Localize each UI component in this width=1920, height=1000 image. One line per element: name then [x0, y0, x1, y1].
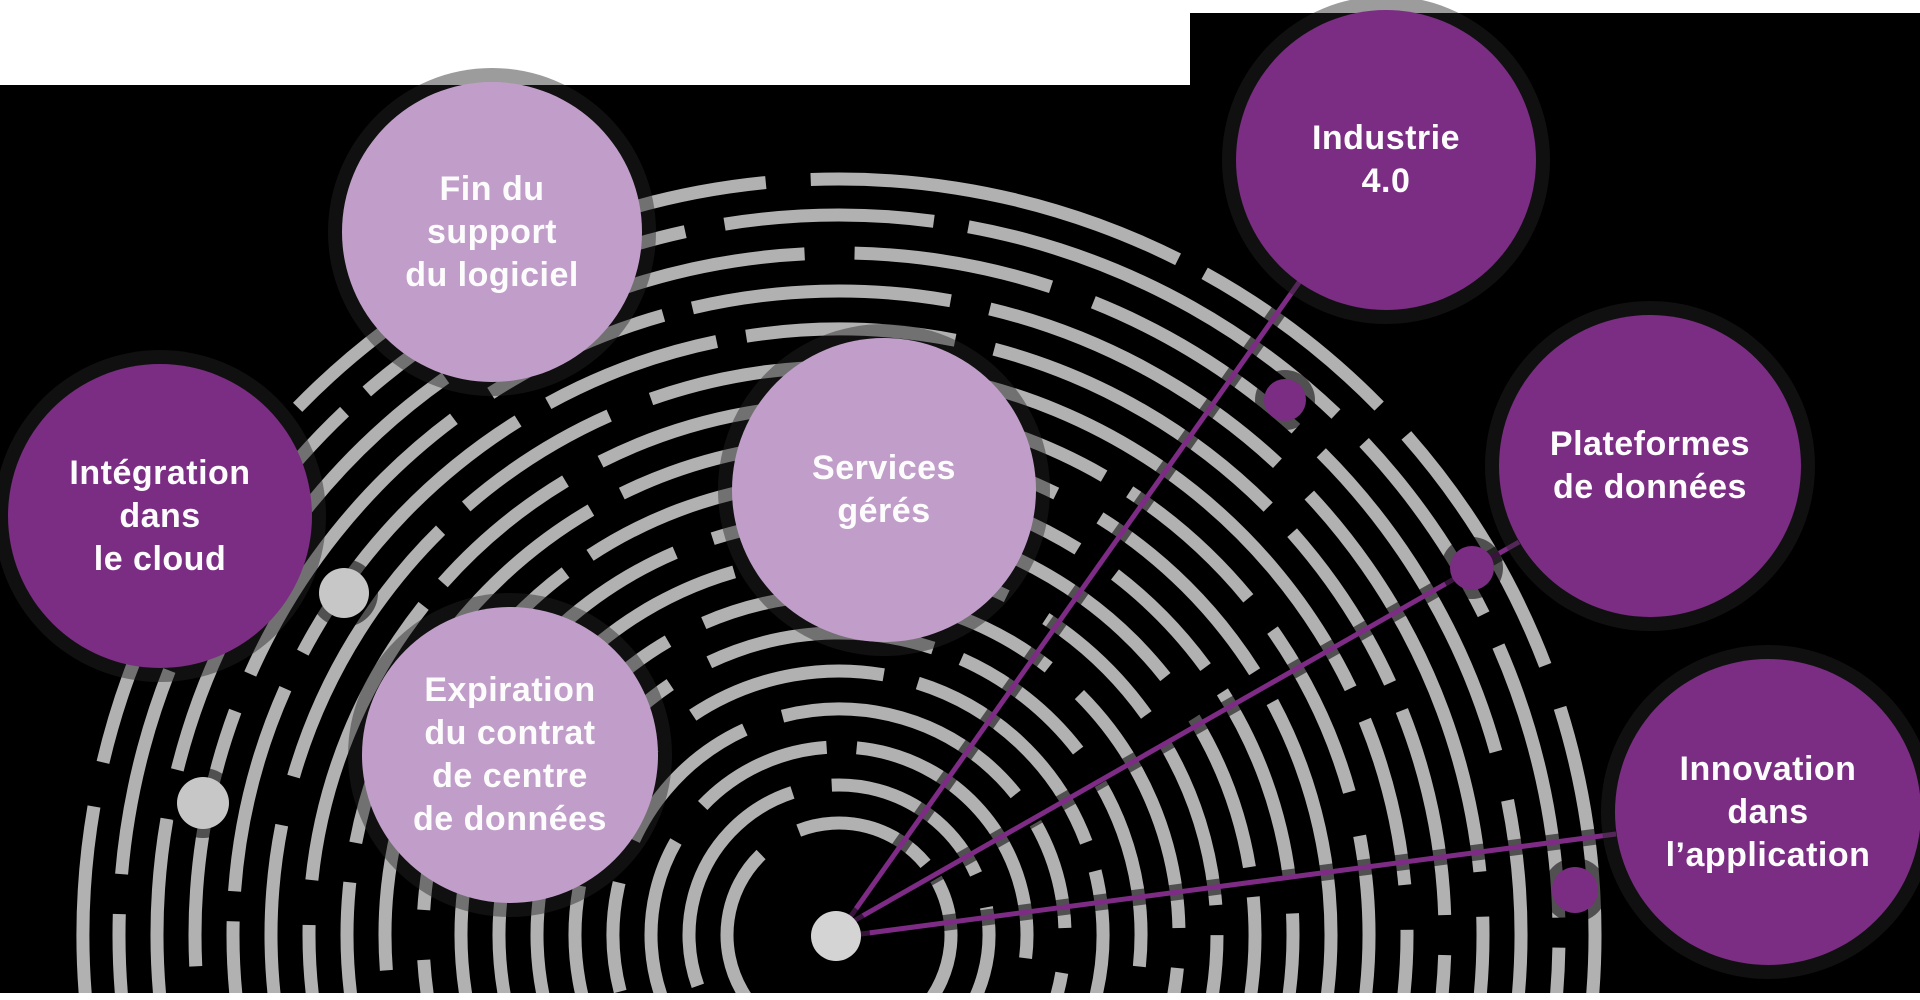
bubble-plateformes-donnees: Plateformes de données — [1499, 315, 1801, 617]
bubble-integration-cloud: Intégration dans le cloud — [8, 364, 312, 668]
bubble-industrie-4-0: Industrie 4.0 — [1236, 10, 1536, 310]
purple-dot-plateformes — [1450, 546, 1494, 590]
center-point-dot — [811, 911, 861, 961]
bubble-expiration-contrat: Expiration du contrat de centre de donné… — [362, 607, 658, 903]
connector-line-innovation — [845, 831, 1617, 939]
top-white-band — [0, 13, 1190, 85]
gray-accent-dot-lower — [177, 777, 229, 829]
connector-line-industrie — [838, 279, 1303, 932]
bubble-services-geres: Services gérés — [732, 338, 1036, 642]
purple-dot-innovation — [1552, 867, 1598, 913]
gray-accent-dot-upper — [319, 568, 369, 618]
purple-dot-industrie — [1264, 379, 1306, 421]
bubble-innovation-application: Innovation dans l’application — [1615, 659, 1920, 965]
bubble-fin-du-support: Fin du support du logiciel — [342, 82, 642, 382]
connector-line-plateformes — [841, 539, 1521, 930]
